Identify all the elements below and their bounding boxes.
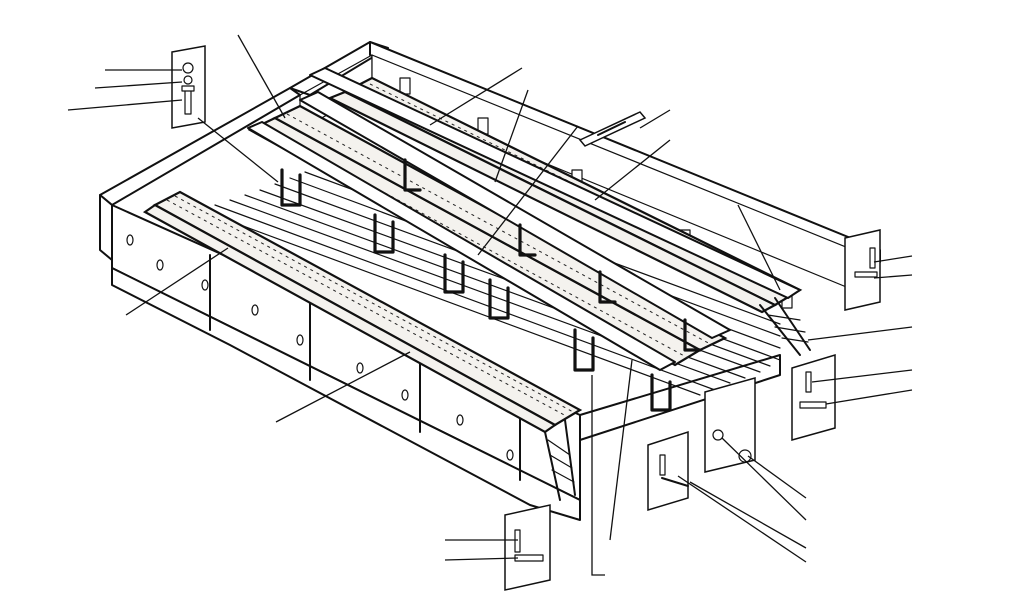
hardware-inset-top-left [171,45,206,129]
leader-line [494,89,529,183]
bolt-icon [514,529,521,553]
leader-line [94,81,183,89]
leader-line [721,437,807,521]
end-brace-right [759,297,811,356]
hardware-inset-right-1 [844,229,881,311]
hardware-inset-bottom-center [647,430,689,512]
leader-line [873,274,913,279]
leader-line [689,481,807,549]
leader-line [444,557,519,561]
leader-line [825,389,913,405]
nut-icon [712,429,724,441]
leader-line [873,255,913,263]
washer-icon [738,449,752,463]
hardware-inset-bottom-right [704,377,756,473]
hardware-inset-top-center [578,111,647,147]
seat-legs [280,158,702,412]
bolt-icon [597,121,626,136]
leader-line [429,67,523,126]
near-seat-plank [142,190,583,501]
bolt-icon [869,247,876,269]
leader-line [677,475,807,563]
far-seat-plank [309,67,803,314]
hardware-inset-right-2 [791,353,836,441]
leader-line [807,326,913,341]
bolt-icon [184,87,192,115]
leader-line [747,455,807,499]
center-seat-assembly [247,91,731,412]
leader-line [197,117,279,183]
bolt-icon [799,401,827,409]
hardware-inset-bottom-left [504,504,551,591]
leader-line [609,359,633,541]
washer-icon [183,75,193,85]
callout-leaders [67,34,913,576]
leader-line [67,99,183,111]
leader-line [639,109,671,129]
leader-line [477,125,579,256]
leader-line [591,375,605,576]
cargo-bed-body [99,41,881,521]
nut-icon [182,62,194,74]
leader-line [275,351,411,423]
bolt-icon [854,271,878,278]
leader-line [237,34,286,119]
bolt-icon [514,554,544,562]
leader-line [125,247,229,316]
leader-line [594,139,671,201]
bolt-icon [805,371,812,393]
leader-line [737,204,781,291]
bolt-icon [659,454,666,476]
leader-line [811,369,913,383]
